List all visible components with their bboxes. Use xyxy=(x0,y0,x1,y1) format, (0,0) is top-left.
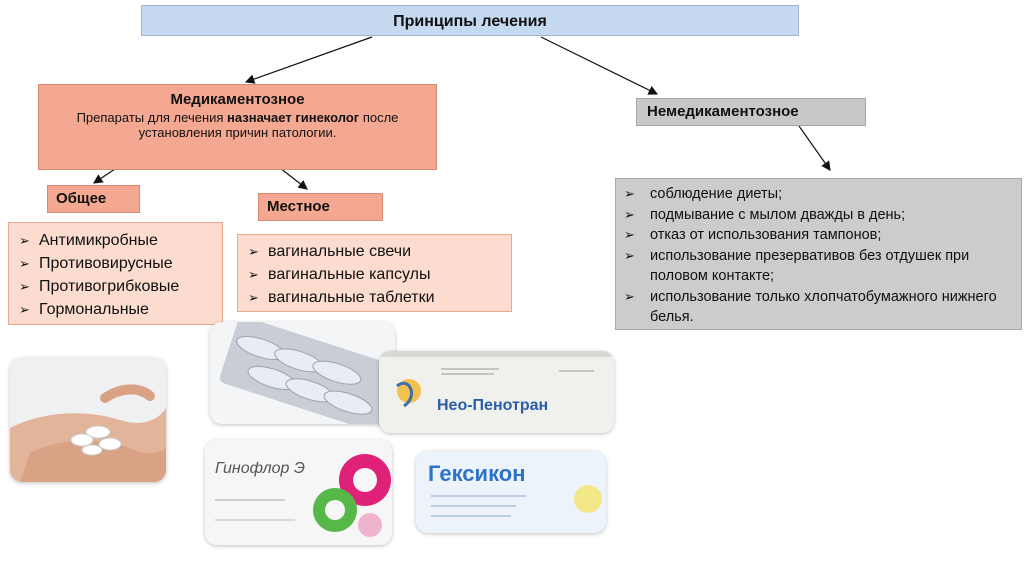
list-item: ➢Противогрибковые xyxy=(9,275,222,298)
arrow-to-medical xyxy=(244,36,373,84)
arrow-bullet-icon: ➢ xyxy=(248,290,259,305)
list-item: ➢использование только хлопчатобумажного … xyxy=(624,288,997,326)
arrow-bullet-icon: ➢ xyxy=(19,279,30,294)
list-item: ➢Противовирусные xyxy=(9,252,222,275)
list-item: ➢вагинальные таблетки xyxy=(238,286,511,309)
list-item: ➢Антимикробные xyxy=(9,229,222,252)
geksikon-label: Гексикон xyxy=(428,461,526,486)
list-item: ➢Гормональные xyxy=(9,298,222,321)
nonmedical-list: ➢соблюдение диеты; ➢подмывание с мылом д… xyxy=(615,178,1022,330)
list-item: ➢вагинальные свечи xyxy=(238,240,511,263)
general-label: Общее xyxy=(47,185,140,213)
medical-description: Препараты для лечения назначает гинеколо… xyxy=(39,110,436,140)
neo-penotran-label: Нео-Пенотран xyxy=(437,397,549,414)
medical-box: Медикаментозное Препараты для лечения на… xyxy=(38,84,437,170)
arrow-bullet-icon: ➢ xyxy=(624,227,635,242)
arrow-bullet-icon: ➢ xyxy=(624,247,635,263)
arrow-to-nonmed-list xyxy=(798,125,831,171)
arrow-bullet-icon: ➢ xyxy=(19,256,30,271)
medical-title: Медикаментозное xyxy=(170,91,305,108)
medical-desc-bold: назначает гинеколог xyxy=(227,110,360,125)
arrow-to-nonmedical xyxy=(540,36,659,95)
list-item: ➢вагинальные капсулы xyxy=(238,263,511,286)
list-item: ➢отказ от использования тампонов; xyxy=(616,225,1021,246)
hand-with-pills-image xyxy=(10,358,166,482)
arrow-bullet-icon: ➢ xyxy=(624,288,635,304)
local-label: Местное xyxy=(258,193,383,221)
geksikon-box-image: Гексикон xyxy=(416,451,606,533)
ginoflor-label: Гинофлор Э xyxy=(215,460,305,477)
arrow-bullet-icon: ➢ xyxy=(248,244,259,259)
list-item: ➢подмывание с мылом дважды в день; xyxy=(616,205,1021,226)
local-list: ➢вагинальные свечи ➢вагинальные капсулы … xyxy=(237,234,512,312)
arrow-bullet-icon: ➢ xyxy=(248,267,259,282)
neo-penotran-box-image: Нео-Пенотран xyxy=(379,351,614,433)
suppositories-blister-image xyxy=(210,322,395,424)
arrow-bullet-icon: ➢ xyxy=(624,186,635,201)
arrow-bullet-icon: ➢ xyxy=(19,302,30,317)
general-list: ➢Антимикробные ➢Противовирусные ➢Противо… xyxy=(8,222,223,325)
medical-desc-prefix: Препараты для лечения xyxy=(76,110,228,125)
main-title: Принципы лечения xyxy=(141,5,799,36)
medical-desc-suffix: после установления причин патологии. xyxy=(138,110,399,140)
list-item: ➢использование презервативов без отдушек… xyxy=(624,247,970,285)
nonmedical-title: Немедикаментозное xyxy=(636,98,866,126)
arrow-bullet-icon: ➢ xyxy=(19,233,30,248)
arrow-bullet-icon: ➢ xyxy=(624,206,635,222)
list-item: ➢соблюдение диеты; xyxy=(616,184,1021,205)
ginoflor-box-image: Гинофлор Э xyxy=(205,440,392,545)
